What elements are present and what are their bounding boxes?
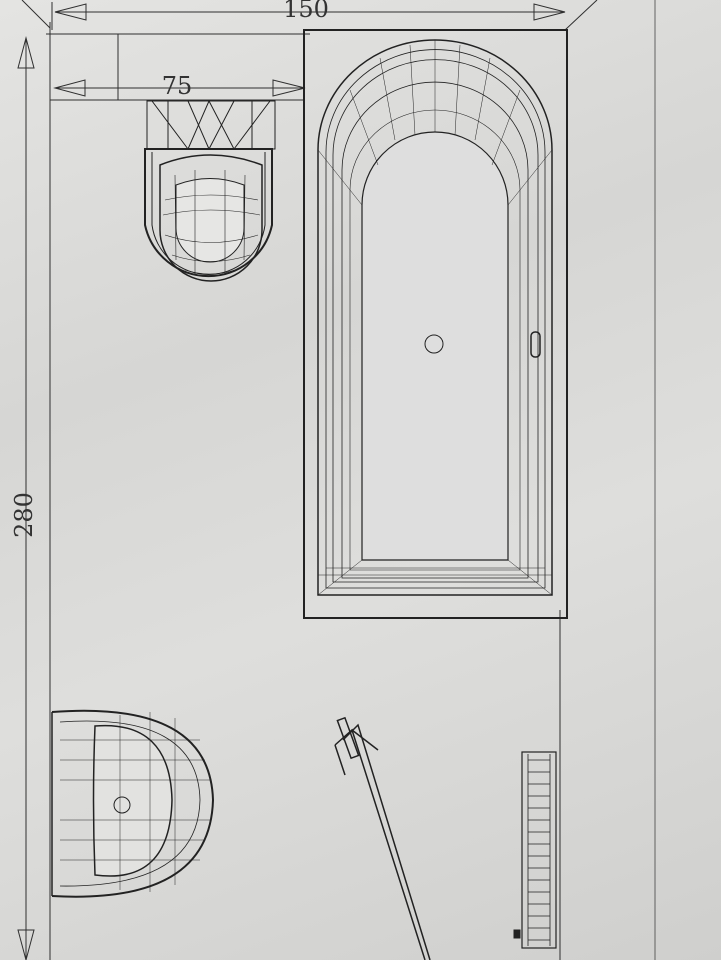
toilet-icon <box>144 100 276 282</box>
room-walls <box>21 0 656 960</box>
dimension-line-length <box>17 36 35 960</box>
room-width-label: 150 <box>283 0 329 23</box>
washbasin-icon <box>51 709 215 898</box>
towel-rail-icon <box>334 716 431 960</box>
dimension-line-width <box>51 2 566 30</box>
room-length-label: 280 <box>10 492 38 538</box>
dimension-line-toilet <box>50 79 306 101</box>
bathtub-icon <box>303 29 568 619</box>
radiator-icon <box>513 751 557 949</box>
toilet-width-label: 75 <box>162 72 193 100</box>
